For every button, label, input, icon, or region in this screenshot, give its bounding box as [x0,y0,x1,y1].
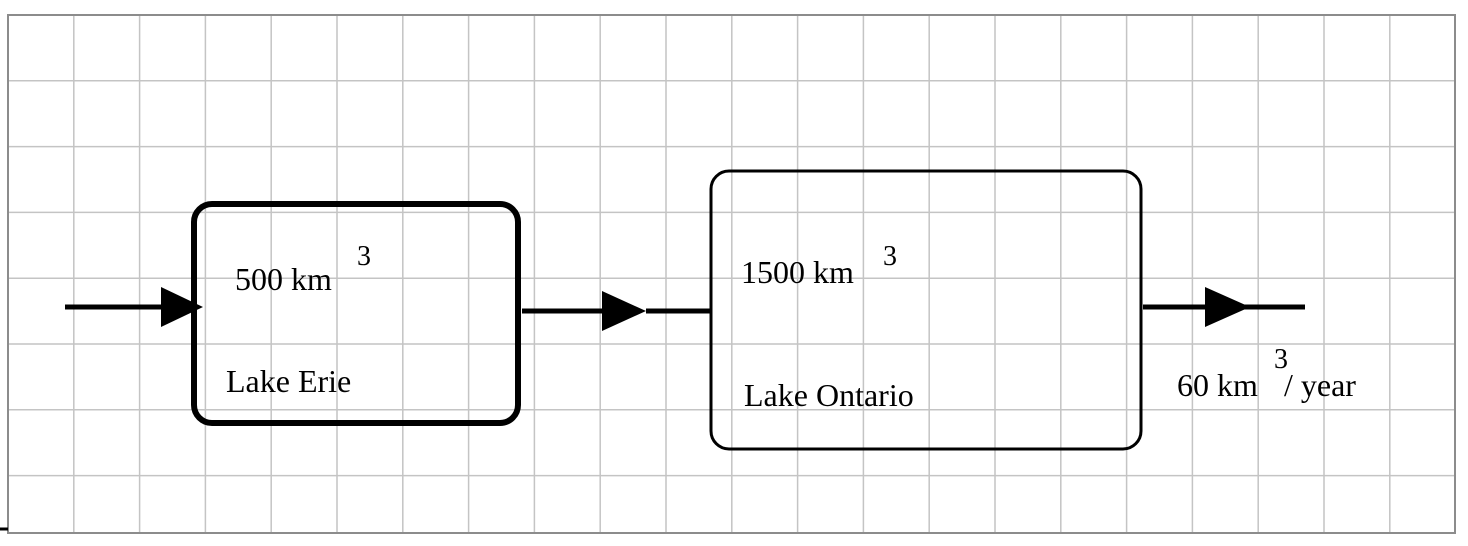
lake-erie-name: Lake Erie [226,363,351,399]
inflow-arrowhead [161,287,203,327]
diagram-frame [7,14,1456,534]
lake-erie-volume-exponent: 3 [357,241,371,272]
outflow-rate-exponent: 3 [1274,344,1288,375]
lake-erie-volume-value: 500 km [235,261,332,297]
lake-ontario-name: Lake Ontario [744,377,914,413]
lake-ontario-volume-exponent: 3 [883,241,897,272]
graph-paper-grid [8,15,1455,533]
lake-ontario-volume-value: 1500 km [741,254,854,290]
lake-erie-box [191,201,521,426]
outflow-rate-value: 60 km [1177,367,1258,403]
outflow-arrowhead [1205,287,1250,327]
lake-ontario-box [709,169,1143,451]
outflow-rate-unit: / year [1284,367,1356,403]
connector-arrowhead [602,291,646,331]
